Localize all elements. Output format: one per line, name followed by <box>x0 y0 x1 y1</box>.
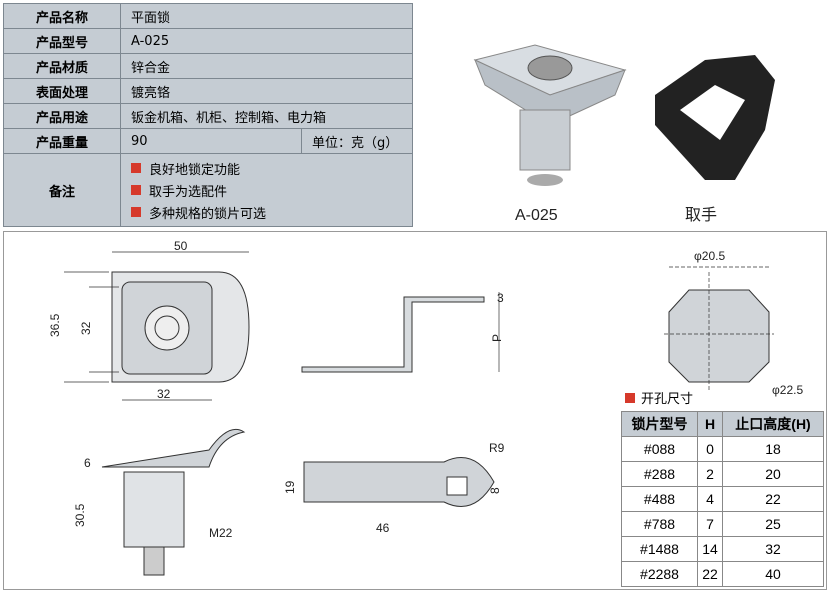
label: 产品名称 <box>3 3 121 29</box>
header: 锁片型号 <box>621 411 698 437</box>
value: A-025 <box>120 28 413 54</box>
dim-label: φ22.5 <box>772 383 803 397</box>
cell: #2288 <box>621 561 698 587</box>
cell: 0 <box>697 436 723 462</box>
label: 产品重量 <box>3 128 121 154</box>
value: 平面锁 <box>120 3 413 29</box>
handle-caption: 取手 <box>685 205 717 224</box>
bullet-icon <box>131 207 141 217</box>
cell: 14 <box>697 536 723 562</box>
dim-label: φ20.5 <box>694 249 725 263</box>
cell: 22 <box>722 486 824 512</box>
product-photos: A-025 取手 <box>415 0 827 230</box>
cell: #1488 <box>621 536 698 562</box>
dim-label: 32 <box>157 387 171 401</box>
cutout-view: φ20.5 φ22.5 <box>664 249 803 397</box>
title-text: 开孔尺寸 <box>641 392 694 407</box>
dim-label: P <box>490 334 504 342</box>
cell: 40 <box>722 561 824 587</box>
lock-photo <box>473 44 627 186</box>
dim-label: 50 <box>174 239 188 253</box>
cell: 25 <box>722 511 824 537</box>
dim-label: 3 <box>497 291 504 305</box>
bullet-icon <box>625 392 635 403</box>
cell: #288 <box>621 461 698 487</box>
label: 表面处理 <box>3 78 121 104</box>
cell: 7 <box>697 511 723 537</box>
header: 止口高度(H) <box>722 411 824 437</box>
dim-label: 6 <box>84 456 91 470</box>
bullet-icon <box>131 163 141 173</box>
technical-drawings: 50 36.5 32 32 3 P φ20.5 φ22.5 6 30.5 M22… <box>48 239 803 576</box>
note: 多种规格的锁片可选 <box>149 206 267 222</box>
dim-label: 30.5 <box>73 503 87 527</box>
dim-label: 8 <box>488 487 502 494</box>
value: 锌合金 <box>120 53 413 79</box>
bullet-icon <box>131 185 141 195</box>
dim-label: R9 <box>489 441 505 455</box>
value: 钣金机箱、机柜、控制箱、电力箱 <box>120 103 413 129</box>
dim-label: 32 <box>79 321 93 335</box>
drawing-area: 50 36.5 32 32 3 P φ20.5 φ22.5 6 30.5 M22… <box>3 231 827 590</box>
profile-view: 6 30.5 M22 <box>73 428 246 576</box>
label: 产品材质 <box>3 53 121 79</box>
cell: #088 <box>621 436 698 462</box>
note: 取手为选配件 <box>149 184 228 200</box>
cell: 2 <box>697 461 723 487</box>
cell: 4 <box>697 486 723 512</box>
label: 备注 <box>3 153 121 227</box>
cam-view: R9 19 8 46 <box>283 441 505 535</box>
front-view: 50 36.5 32 32 <box>48 239 250 401</box>
value: 镀亮铬 <box>120 78 413 104</box>
side-view: 3 P <box>301 291 504 373</box>
cell: 18 <box>722 436 824 462</box>
handle-photo <box>655 55 775 180</box>
cell: 20 <box>722 461 824 487</box>
value: 90 <box>120 128 302 154</box>
header: H <box>697 411 723 437</box>
cell: #788 <box>621 511 698 537</box>
note: 良好地锁定功能 <box>149 162 241 178</box>
notes: 良好地锁定功能 取手为选配件 多种规格的锁片可选 <box>120 153 413 227</box>
cell: 32 <box>722 536 824 562</box>
dim-label: 36.5 <box>48 313 62 337</box>
lock-caption: A-025 <box>515 207 558 224</box>
dim-label: 46 <box>376 521 390 535</box>
label: 产品用途 <box>3 103 121 129</box>
label: 产品型号 <box>3 28 121 54</box>
dim-label: 19 <box>283 480 297 494</box>
unit: 单位：克（g） <box>301 128 413 154</box>
dim-label: M22 <box>209 526 233 540</box>
hole-size-title: 开孔尺寸 <box>625 388 693 407</box>
cell: #488 <box>621 486 698 512</box>
cell: 22 <box>697 561 723 587</box>
